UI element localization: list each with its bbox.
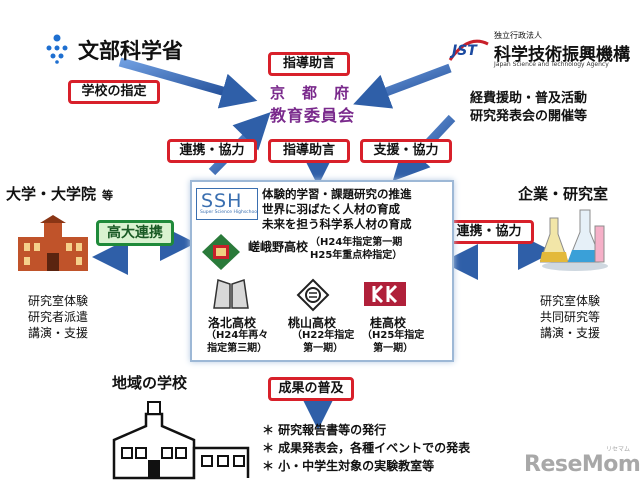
company-activity-2: 共同研究等 xyxy=(540,310,601,324)
lab-flasks-icon xyxy=(540,209,608,271)
school-rakuhoku-name: 洛北高校 xyxy=(208,316,257,330)
ssh-logo: SSH Super Science Highschool xyxy=(196,188,258,220)
school-rakuhoku-note: （H24年再々 指定第三期） xyxy=(206,330,269,354)
mext-logo: 文部科学省 xyxy=(42,32,192,66)
outcome-2: ＊ 成果発表会，各種イベントでの発表 xyxy=(262,441,471,455)
label-school-designation: 学校の指定 xyxy=(68,80,160,104)
label-coordination-left: 連携・協力 xyxy=(167,139,257,163)
ssh-goal-1: 体験的学習・課題研究の推進 xyxy=(262,187,412,201)
sagano-emblem-icon xyxy=(202,234,240,270)
jst-role-line2: 研究発表会の開催等 xyxy=(470,109,588,124)
katsura-emblem-icon xyxy=(364,282,406,306)
label-hs-univ-link: 高大連携 xyxy=(96,220,174,246)
label-dissemination: 成果の普及 xyxy=(268,377,354,401)
label-support: 支援・協力 xyxy=(360,139,452,163)
board-of-education: 京 都 府 教育委員会 xyxy=(262,82,372,125)
company-activity-1: 研究室体験 xyxy=(540,294,601,308)
watermark-text: ReseMom xyxy=(524,452,640,477)
watermark-logo: ReseMom xyxy=(524,452,640,477)
watermark-small: リセマム xyxy=(606,446,631,453)
outcome-1: ＊ 研究報告書等の発行 xyxy=(262,423,387,437)
jst-logo: JST 独立行政法人 科学技術振興機構 Japan Science and Te… xyxy=(448,30,630,74)
jst-role-line1: 経費援助・普及活動 xyxy=(470,91,588,106)
mext-emblem-icon xyxy=(46,34,68,64)
jst-mark-icon xyxy=(448,39,489,61)
company-title: 企業・研究室 xyxy=(518,185,609,203)
ssh-center-panel: SSH Super Science Highschool 体験的学習・課題研究の… xyxy=(190,180,454,362)
ssh-goal-3: 未来を担う科学系人材の育成 xyxy=(262,217,412,231)
university-activity-2: 研究者派遣 xyxy=(28,310,89,324)
local-school-building-icon xyxy=(112,401,250,480)
rakuhoku-emblem-icon xyxy=(213,279,249,309)
university-title-text: 大学・大学院 xyxy=(6,185,97,203)
university-building-icon xyxy=(18,215,88,271)
school-sagano-name: 嵯峨野高校 xyxy=(248,240,309,254)
school-momoyama-note: （H22年指定 第一期） xyxy=(292,330,355,354)
outcome-3: ＊ 小・中学生対象の実験教室等 xyxy=(262,459,435,473)
label-guidance-top: 指導助言 xyxy=(268,52,350,76)
label-coordination-right: 連携・協力 xyxy=(444,220,534,244)
ssh-logo-sub: Super Science Highschool xyxy=(200,210,259,215)
university-title: 大学・大学院等 xyxy=(6,183,113,204)
jst-logo-text: JST xyxy=(452,43,477,59)
board-line1: 京 都 府 xyxy=(270,84,351,102)
university-title-suffix: 等 xyxy=(102,189,114,202)
university-activity-3: 講演・支援 xyxy=(28,326,89,340)
momoyama-emblem-icon xyxy=(296,278,330,312)
company-activity-3: 講演・支援 xyxy=(540,326,601,340)
school-katsura-note: （H25年指定 第一期） xyxy=(362,330,425,354)
jst-english: Japan Science and Technology Agency xyxy=(494,61,609,68)
university-activity-1: 研究室体験 xyxy=(28,294,89,308)
label-guidance-mid: 指導助言 xyxy=(268,139,350,163)
school-katsura-name: 桂高校 xyxy=(370,316,407,330)
school-momoyama-name: 桃山高校 xyxy=(288,316,337,330)
jst-subtitle: 独立行政法人 xyxy=(494,31,542,40)
arrow-mext-to-board xyxy=(118,57,258,109)
school-sagano-note: （H24年指定第一期 H25年重点枠指定） xyxy=(310,237,403,261)
board-line2: 教育委員会 xyxy=(270,106,356,125)
mext-name: 文部科学省 xyxy=(78,39,183,63)
ssh-goal-2: 世界に羽ばたく人材の育成 xyxy=(262,202,400,216)
local-schools-title: 地域の学校 xyxy=(112,374,188,392)
jst-name: 科学技術振興機構 xyxy=(494,45,630,65)
ssh-logo-text: SSH xyxy=(201,190,243,212)
arrow-jst-to-board xyxy=(353,63,452,109)
